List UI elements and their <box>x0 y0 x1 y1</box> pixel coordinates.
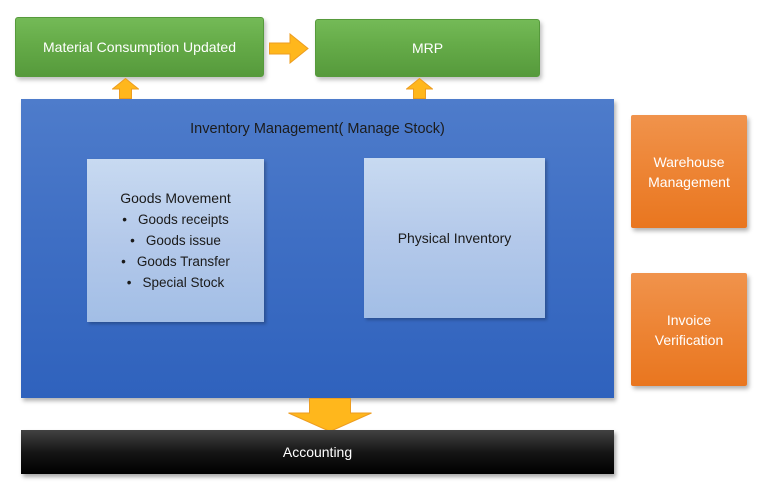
arrow-right-icon <box>269 33 309 64</box>
node-invoice-verification: Invoice Verification <box>631 273 747 386</box>
goods-movement-title: Goods Movement <box>120 190 231 206</box>
bullet-icon: • <box>126 275 132 290</box>
node-physical-inventory: Physical Inventory <box>364 158 545 318</box>
mrp-label: MRP <box>411 40 444 56</box>
goods-movement-item: •Goods issue <box>130 233 221 248</box>
bullet-icon: • <box>130 233 135 248</box>
node-material-consumption-updated: Material Consumption Updated <box>15 17 264 77</box>
node-inventory-management: Inventory Management( Manage Stock) Good… <box>21 99 614 398</box>
node-accounting: Accounting <box>21 430 614 474</box>
bullet-icon: • <box>121 254 126 269</box>
goods-movement-item: •Goods Transfer <box>121 254 230 269</box>
goods-movement-item: •Special Stock <box>126 275 225 290</box>
arrow-down-icon <box>288 398 372 432</box>
physical-inventory-label: Physical Inventory <box>397 230 512 246</box>
bullet-icon: • <box>122 212 127 227</box>
arrow-up-icon <box>112 78 139 99</box>
node-mrp: MRP <box>315 19 540 77</box>
accounting-label: Accounting <box>282 444 353 460</box>
warehouse-management-label: Warehouse Management <box>648 153 730 190</box>
arrow-up-icon <box>406 78 433 99</box>
invoice-verification-label: Invoice Verification <box>654 311 724 348</box>
node-goods-movement: Goods Movement •Goods receipts •Goods is… <box>87 159 264 322</box>
material-consumption-label: Material Consumption Updated <box>43 39 236 55</box>
node-warehouse-management: Warehouse Management <box>631 115 747 228</box>
goods-movement-item: •Goods receipts <box>122 212 229 227</box>
inventory-management-title: Inventory Management( Manage Stock) <box>190 121 445 137</box>
